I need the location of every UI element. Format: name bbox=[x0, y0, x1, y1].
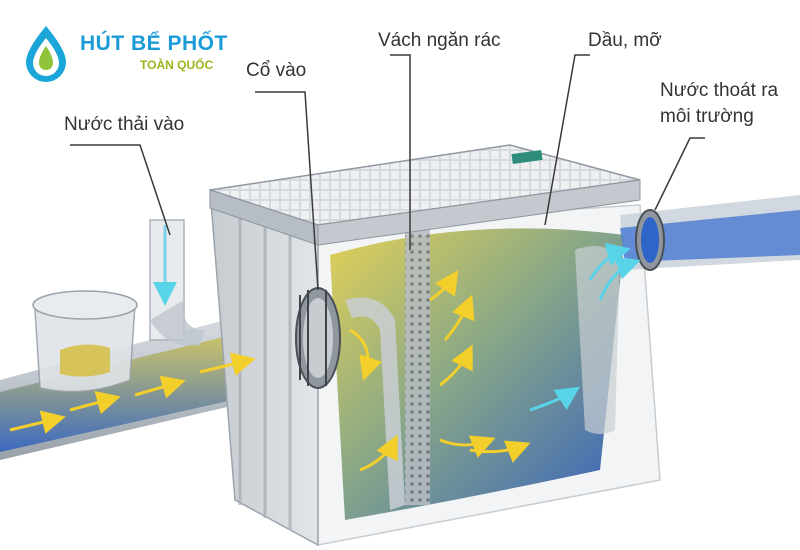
label-inlet-water: Nước thải vào bbox=[64, 114, 185, 135]
water-drop-icon bbox=[26, 26, 66, 82]
brand-logo: HÚT BỂ PHỐT TOÀN QUỐC bbox=[18, 22, 248, 84]
trap-box bbox=[209, 144, 661, 547]
label-outlet-line1: Nước thoát ra bbox=[660, 80, 779, 101]
flow-arrows bbox=[9, 225, 641, 472]
label-outlet-line2: môi trường bbox=[660, 106, 754, 127]
brand-title: HÚT BỂ PHỐT bbox=[80, 32, 228, 55]
outlet-pipe bbox=[620, 195, 800, 271]
label-trash-baffle: Vách ngăn rác bbox=[378, 30, 501, 51]
callout-lines bbox=[70, 54, 705, 291]
inlet-collar bbox=[295, 287, 341, 389]
label-inlet-neck: Cổ vào bbox=[246, 60, 307, 81]
label-oil-grease: Dầu, mỡ bbox=[588, 30, 662, 51]
brand-subtitle: TOÀN QUỐC bbox=[140, 58, 214, 72]
